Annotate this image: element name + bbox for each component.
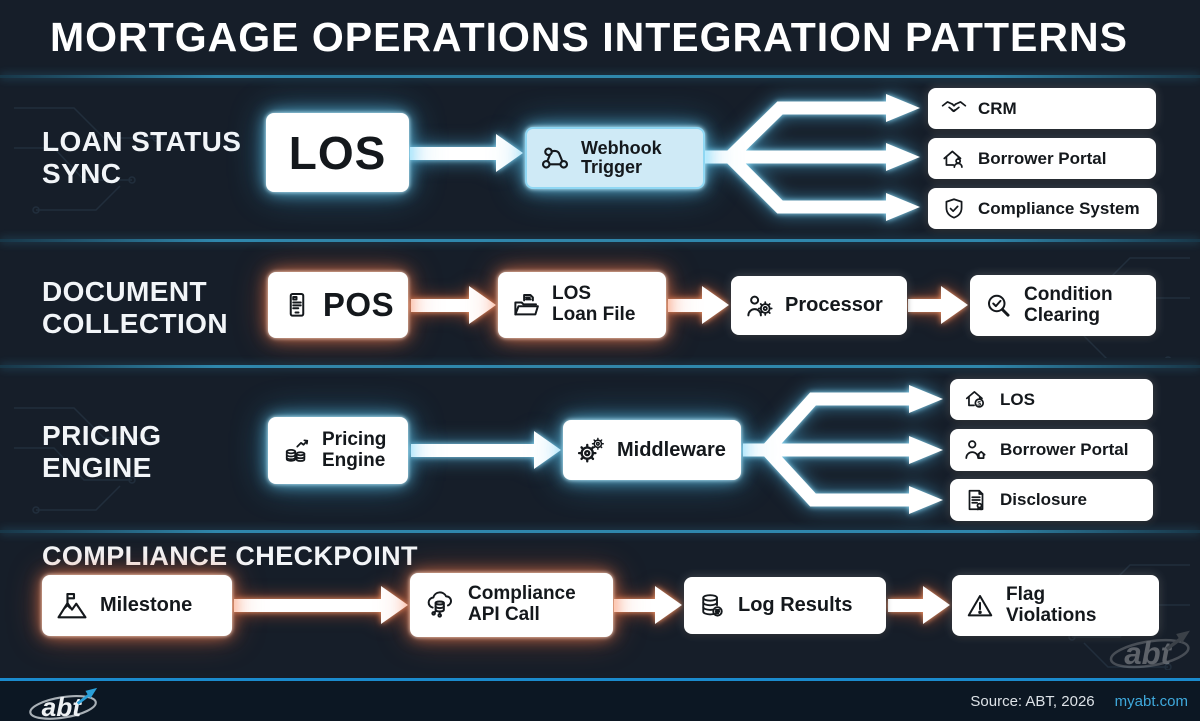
footer: Source: ABT, 2026 myabt.com xyxy=(0,678,1200,721)
source-text: Source: ABT, 2026 xyxy=(970,692,1095,710)
node-processor: Processor xyxy=(731,276,907,335)
node-flag-violations: Flag Violations xyxy=(952,575,1159,636)
node-borrower-portal: Borrower Portal xyxy=(928,138,1156,179)
node-middleware: Middleware xyxy=(563,420,741,480)
node-compliance-api-call: Compliance API Call xyxy=(410,573,613,637)
node-disclosure: Disclosure xyxy=(950,479,1153,521)
arrow xyxy=(888,586,950,624)
svg-text:$: $ xyxy=(977,400,981,407)
tablet-icon xyxy=(282,290,312,320)
node-milestone: Milestone xyxy=(42,575,232,636)
webhook-icon xyxy=(540,143,570,173)
divider xyxy=(0,530,1200,533)
cloud-database-icon xyxy=(423,588,457,622)
gears-icon xyxy=(576,435,606,465)
node-pricing-engine: Pricing Engine xyxy=(268,417,408,484)
user-house-icon xyxy=(963,437,989,463)
divider xyxy=(0,239,1200,242)
node-borrower-portal-2: Borrower Portal xyxy=(950,429,1153,471)
row-label-pricing-engine: PRICING ENGINE xyxy=(42,420,162,484)
house-user-icon xyxy=(941,146,967,172)
page-title: MORTGAGE OPERATIONS INTEGRATION PATTERNS xyxy=(50,14,1128,60)
folder-file-icon xyxy=(511,290,541,320)
coins-chart-icon xyxy=(281,436,311,466)
warning-icon xyxy=(965,591,995,621)
abt-logo xyxy=(27,686,99,721)
website-link[interactable]: myabt.com xyxy=(1114,692,1188,710)
arrow xyxy=(411,431,561,469)
shield-check-icon xyxy=(941,196,967,222)
row-label-document-collection: DOCUMENT COLLECTION xyxy=(42,276,228,340)
row-label-loan-status-sync: LOAN STATUS SYNC xyxy=(42,126,242,190)
database-icon xyxy=(697,591,727,621)
document-seal-icon xyxy=(963,487,989,513)
node-crm: CRM xyxy=(928,88,1156,129)
node-los-loan-file: LOS Loan File xyxy=(498,272,666,338)
row-label-compliance-checkpoint: COMPLIANCE CHECKPOINT xyxy=(42,541,418,571)
fan-arrow xyxy=(704,94,920,221)
divider xyxy=(0,365,1200,368)
arrow xyxy=(234,586,408,624)
node-condition-clearing: Condition Clearing xyxy=(970,275,1156,336)
house-dollar-icon: $ xyxy=(963,387,989,413)
user-gear-icon xyxy=(744,291,774,321)
abt-watermark-logo xyxy=(1107,628,1192,671)
mountain-flag-icon xyxy=(55,589,89,623)
node-log-results: Log Results xyxy=(684,577,886,634)
node-pos: POS xyxy=(268,272,408,338)
arrow xyxy=(614,586,682,624)
fan-arrow xyxy=(743,385,943,514)
node-los-source: LOS xyxy=(266,113,409,192)
arrow xyxy=(908,286,968,324)
handshake-icon xyxy=(941,96,967,122)
divider xyxy=(0,75,1200,78)
arrow xyxy=(411,286,496,324)
node-compliance-system: Compliance System xyxy=(928,188,1157,229)
arrow xyxy=(410,134,523,172)
node-webhook-trigger: Webhook Trigger xyxy=(525,127,705,189)
magnifier-check-icon xyxy=(983,291,1013,321)
arrow xyxy=(668,286,729,324)
node-los-target: $ LOS xyxy=(950,379,1153,420)
